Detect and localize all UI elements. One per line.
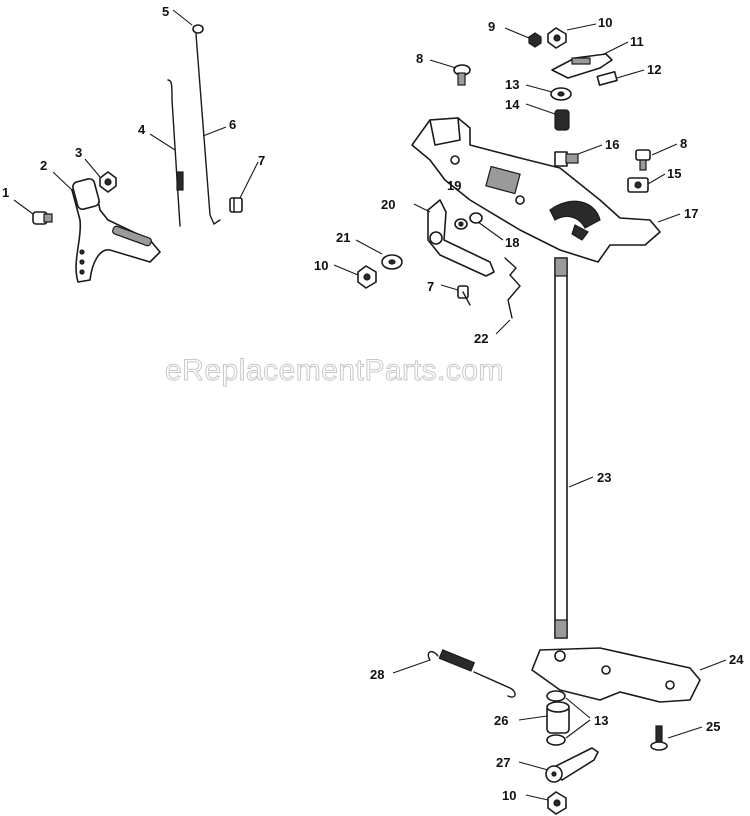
callout-25: 25 xyxy=(706,719,720,734)
callout-28: 28 xyxy=(370,667,384,682)
callout-23: 23 xyxy=(597,470,611,485)
part-8-screw-right xyxy=(635,149,651,171)
callout-10-lower: 10 xyxy=(502,788,516,803)
part-6-link xyxy=(195,33,221,226)
leader-lines xyxy=(13,9,727,801)
callout-24: 24 xyxy=(729,652,744,667)
part-13-washer-lower xyxy=(546,690,566,746)
callout-4: 4 xyxy=(138,122,146,137)
callout-6: 6 xyxy=(229,117,236,132)
callout-20: 20 xyxy=(381,197,395,212)
part-1-screw xyxy=(32,211,53,225)
callout-2: 2 xyxy=(40,158,47,173)
part-17-control-plate xyxy=(411,117,661,263)
callout-11: 11 xyxy=(630,34,644,49)
callout-7-upper: 7 xyxy=(258,153,265,168)
callout-labels: 1 2 3 4 5 6 7 8 9 10 11 12 13 14 15 16 8… xyxy=(2,4,744,803)
part-25-screw xyxy=(650,725,668,751)
part-12-screw xyxy=(596,71,618,86)
callout-1: 1 xyxy=(2,185,9,200)
part-21-washer xyxy=(381,254,403,270)
part-11-lever xyxy=(551,53,613,79)
callout-14: 14 xyxy=(505,97,520,112)
callout-21: 21 xyxy=(336,230,350,245)
callout-17: 17 xyxy=(684,206,698,221)
part-8-screw-upper xyxy=(453,64,471,86)
part-27-small-lever xyxy=(545,747,599,783)
part-14-spring xyxy=(554,109,570,131)
part-13-washer-upper xyxy=(550,87,572,101)
part-22-link-wire xyxy=(504,257,521,319)
callout-10-mid: 10 xyxy=(314,258,328,273)
callout-27: 27 xyxy=(496,755,510,770)
part-23-shaft xyxy=(554,257,568,639)
callout-5: 5 xyxy=(162,4,169,19)
part-20-lever-arm xyxy=(427,199,495,277)
callout-13-upper: 13 xyxy=(505,77,519,92)
callout-9: 9 xyxy=(488,19,495,34)
callout-10-upper: 10 xyxy=(598,15,612,30)
part-10-nut-upper xyxy=(547,27,567,49)
callout-26: 26 xyxy=(494,713,508,728)
part-5-nut xyxy=(192,24,204,34)
part-28-spring xyxy=(427,649,516,698)
part-10-nut-mid xyxy=(357,265,377,289)
part-7-clip-upper xyxy=(229,197,243,213)
callout-3: 3 xyxy=(75,145,82,160)
callout-13-lower: 13 xyxy=(594,713,608,728)
part-24-bottom-plate xyxy=(531,647,701,703)
callout-15: 15 xyxy=(667,166,681,181)
part-16-bolt xyxy=(554,151,579,167)
watermark-text: eReplacementParts.com xyxy=(165,354,504,387)
part-15-clamp xyxy=(627,177,649,193)
part-10-nut-lower xyxy=(547,791,567,815)
part-18-washer xyxy=(469,212,483,224)
callout-18: 18 xyxy=(505,235,519,250)
callout-22: 22 xyxy=(474,331,488,346)
callout-8-upper: 8 xyxy=(416,51,423,66)
callout-8-right: 8 xyxy=(680,136,687,151)
part-2-bracket xyxy=(71,177,161,283)
part-9-nut xyxy=(528,32,542,48)
part-26-spacer xyxy=(546,701,570,734)
part-4-rod xyxy=(167,79,184,227)
callout-19: 19 xyxy=(447,178,461,193)
callout-7-lower: 7 xyxy=(427,279,434,294)
callout-16: 16 xyxy=(605,137,619,152)
part-19-pin xyxy=(454,218,468,230)
part-3-nut xyxy=(99,171,117,193)
callout-12: 12 xyxy=(647,62,661,77)
part-7-clip-lower xyxy=(457,285,471,306)
